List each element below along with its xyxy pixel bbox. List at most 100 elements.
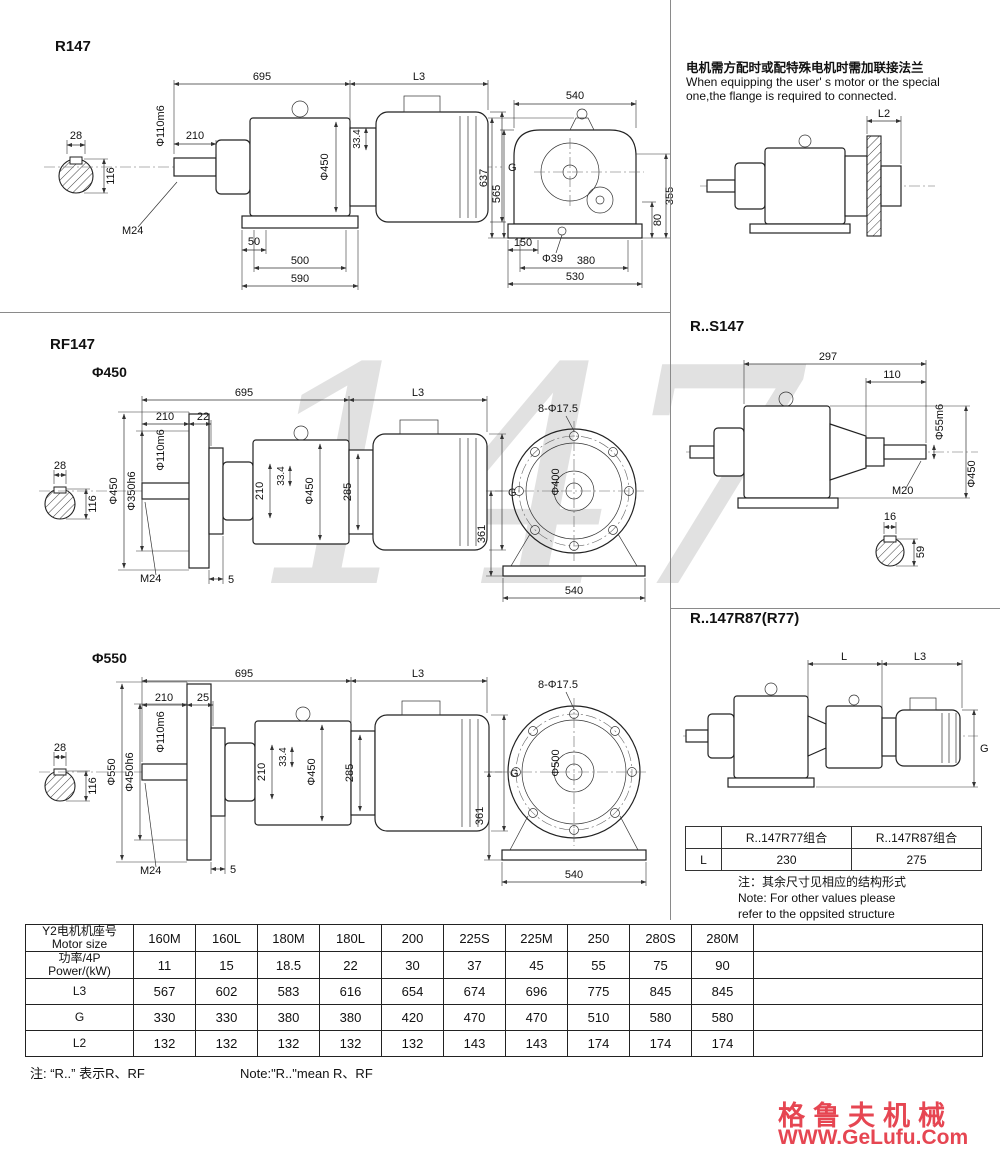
motor-size-header: Y2电机机座号 Motor size <box>25 924 134 952</box>
power-cell: 55 <box>567 951 630 979</box>
dim-front-540: 540 <box>566 90 584 102</box>
dim-g: G <box>980 743 989 755</box>
rcomb-side-view <box>683 682 978 788</box>
rf550-shaft-section-detail: 28 116 <box>44 742 99 802</box>
g-cell: 380 <box>257 1004 320 1031</box>
comb-value-r87: 275 <box>851 848 982 871</box>
mounting-flange <box>188 413 210 569</box>
g-cell: 330 <box>195 1004 258 1031</box>
size-cell: 225S <box>443 924 506 952</box>
input-shaft <box>173 157 217 177</box>
dim-key-height: 59 <box>915 546 927 558</box>
size-cell: 250 <box>567 924 630 952</box>
r147-side-dimensions: M24 210 Φ110m6 695 L3 Φ450 33.4 G <box>122 71 517 290</box>
dim-total-695: 695 <box>253 71 271 83</box>
dim-110: 110 <box>883 369 901 381</box>
r147-front-dimensions: 540 637 565 80 355 150 Φ39 380 <box>478 90 676 288</box>
section-title-rs147: R..S147 <box>690 318 745 335</box>
dim-motor-g: G <box>508 162 517 174</box>
dim-front-637: 637 <box>478 169 490 187</box>
dim-shaft-len: 210 <box>155 692 173 704</box>
dim-l3: L3 <box>914 651 926 663</box>
dim-motor-g: G <box>510 768 519 780</box>
dim-base-590: 590 <box>291 273 309 285</box>
combination-table: R..147R77组合 R..147R87组合 L 230 275 <box>685 826 982 871</box>
power-cell: 90 <box>691 951 754 979</box>
input-shaft <box>141 482 193 500</box>
dim-total-695: 695 <box>235 668 253 680</box>
table-row-l3: L3 567 602 583 616 654 674 696 775 845 8… <box>25 978 983 1005</box>
dim-key-width: 16 <box>884 511 896 523</box>
rf147-450-drawing: 28 116 Φ450 <box>39 387 646 602</box>
motor-size-header-en: Motor size <box>51 937 108 951</box>
l3-cell: 583 <box>257 978 320 1005</box>
dim-total-695: 695 <box>235 387 253 399</box>
gear-housing-r147 <box>733 695 809 779</box>
empty-cell <box>753 1004 983 1031</box>
empty-cell <box>753 951 983 979</box>
rcomb-note-en1: Note: For other values please <box>738 891 896 905</box>
gear-housing <box>252 439 350 545</box>
g-cell: 330 <box>133 1004 196 1031</box>
lifting-eye <box>291 100 309 118</box>
l3-cell: 696 <box>505 978 568 1005</box>
brand-website[interactable]: WWW.GeLufu.Com <box>778 1126 969 1149</box>
dim-housing-dia: Φ450 <box>966 460 978 487</box>
dim-front-540: 540 <box>565 869 583 881</box>
comb-row-label: L <box>685 848 722 871</box>
l3-row-label: L3 <box>25 978 134 1005</box>
l3-cell: 654 <box>381 978 444 1005</box>
l3-cell: 674 <box>443 978 506 1005</box>
rf450-side-view <box>39 413 502 569</box>
input-shaft <box>141 763 193 781</box>
motor-size-header-cn: Y2电机机座号 <box>42 924 117 938</box>
dim-flange-dia: Φ450 <box>108 477 120 504</box>
dim-front-380: 380 <box>577 255 595 267</box>
l2-cell: 174 <box>691 1030 754 1057</box>
dim-inner-210: 210 <box>256 763 268 781</box>
dim-inner-210: 210 <box>254 482 266 500</box>
dim-key-height: 116 <box>87 777 99 795</box>
motor-body <box>372 433 488 551</box>
table-row-power: 功率/4P Power/(kW) 11 15 18.5 22 30 37 45 … <box>25 951 983 979</box>
size-cell: 280M <box>691 924 754 952</box>
rf550-front-view <box>501 698 647 861</box>
gear-housing <box>254 720 352 826</box>
size-cell: 200 <box>381 924 444 952</box>
rcomb-note-cn: 注：其余尺寸见相应的结构形式 <box>738 875 907 889</box>
horizontal-divider-left <box>0 312 670 313</box>
rcomb-note-en2: refer to the oppsited structure <box>738 907 895 921</box>
l2-cell: 143 <box>443 1030 506 1057</box>
l2-cell: 174 <box>567 1030 630 1057</box>
dim-motor-l3: L3 <box>412 387 424 399</box>
power-cell: 30 <box>381 951 444 979</box>
rf450-side-dimensions: Φ450 Φ350h6 Φ110m6 210 22 695 L3 M24 5 <box>108 387 517 586</box>
rf450-front-dimensions: 8-Φ17.5 Φ400 361 540 <box>476 403 646 602</box>
l2-cell: 174 <box>629 1030 692 1057</box>
gear-housing <box>743 405 831 499</box>
size-cell: 180M <box>257 924 320 952</box>
dim-key-width: 28 <box>54 460 66 472</box>
rs147-side-view <box>686 391 978 509</box>
dim-foot-50: 50 <box>248 236 260 248</box>
g-row-label: G <box>25 1004 134 1031</box>
dim-thread: M24 <box>140 573 161 585</box>
motor-body <box>895 709 961 767</box>
comb-value-r77: 230 <box>721 848 852 871</box>
g-cell: 380 <box>319 1004 382 1031</box>
vertical-divider <box>670 0 671 920</box>
r147-shaft-section-detail: 28 116 <box>58 130 117 194</box>
l3-cell: 775 <box>567 978 630 1005</box>
r147-front-view <box>507 108 644 239</box>
power-cell: 22 <box>319 951 382 979</box>
dim-bolt-holes: 8-Φ17.5 <box>538 403 578 415</box>
dim-front-80: 80 <box>652 214 664 226</box>
l2-cell: 132 <box>257 1030 320 1057</box>
flange-note-cn: 电机需方配时或配特殊电机时需加联接法兰 <box>686 61 924 75</box>
rf147-550-drawing: 28 116 Φ550 <box>39 668 647 886</box>
g-cell: 470 <box>443 1004 506 1031</box>
power-cell: 75 <box>629 951 692 979</box>
flange-note-en: When equipping the user' s motor or the … <box>686 75 992 103</box>
dim-inner-450: Φ450 <box>304 477 316 504</box>
